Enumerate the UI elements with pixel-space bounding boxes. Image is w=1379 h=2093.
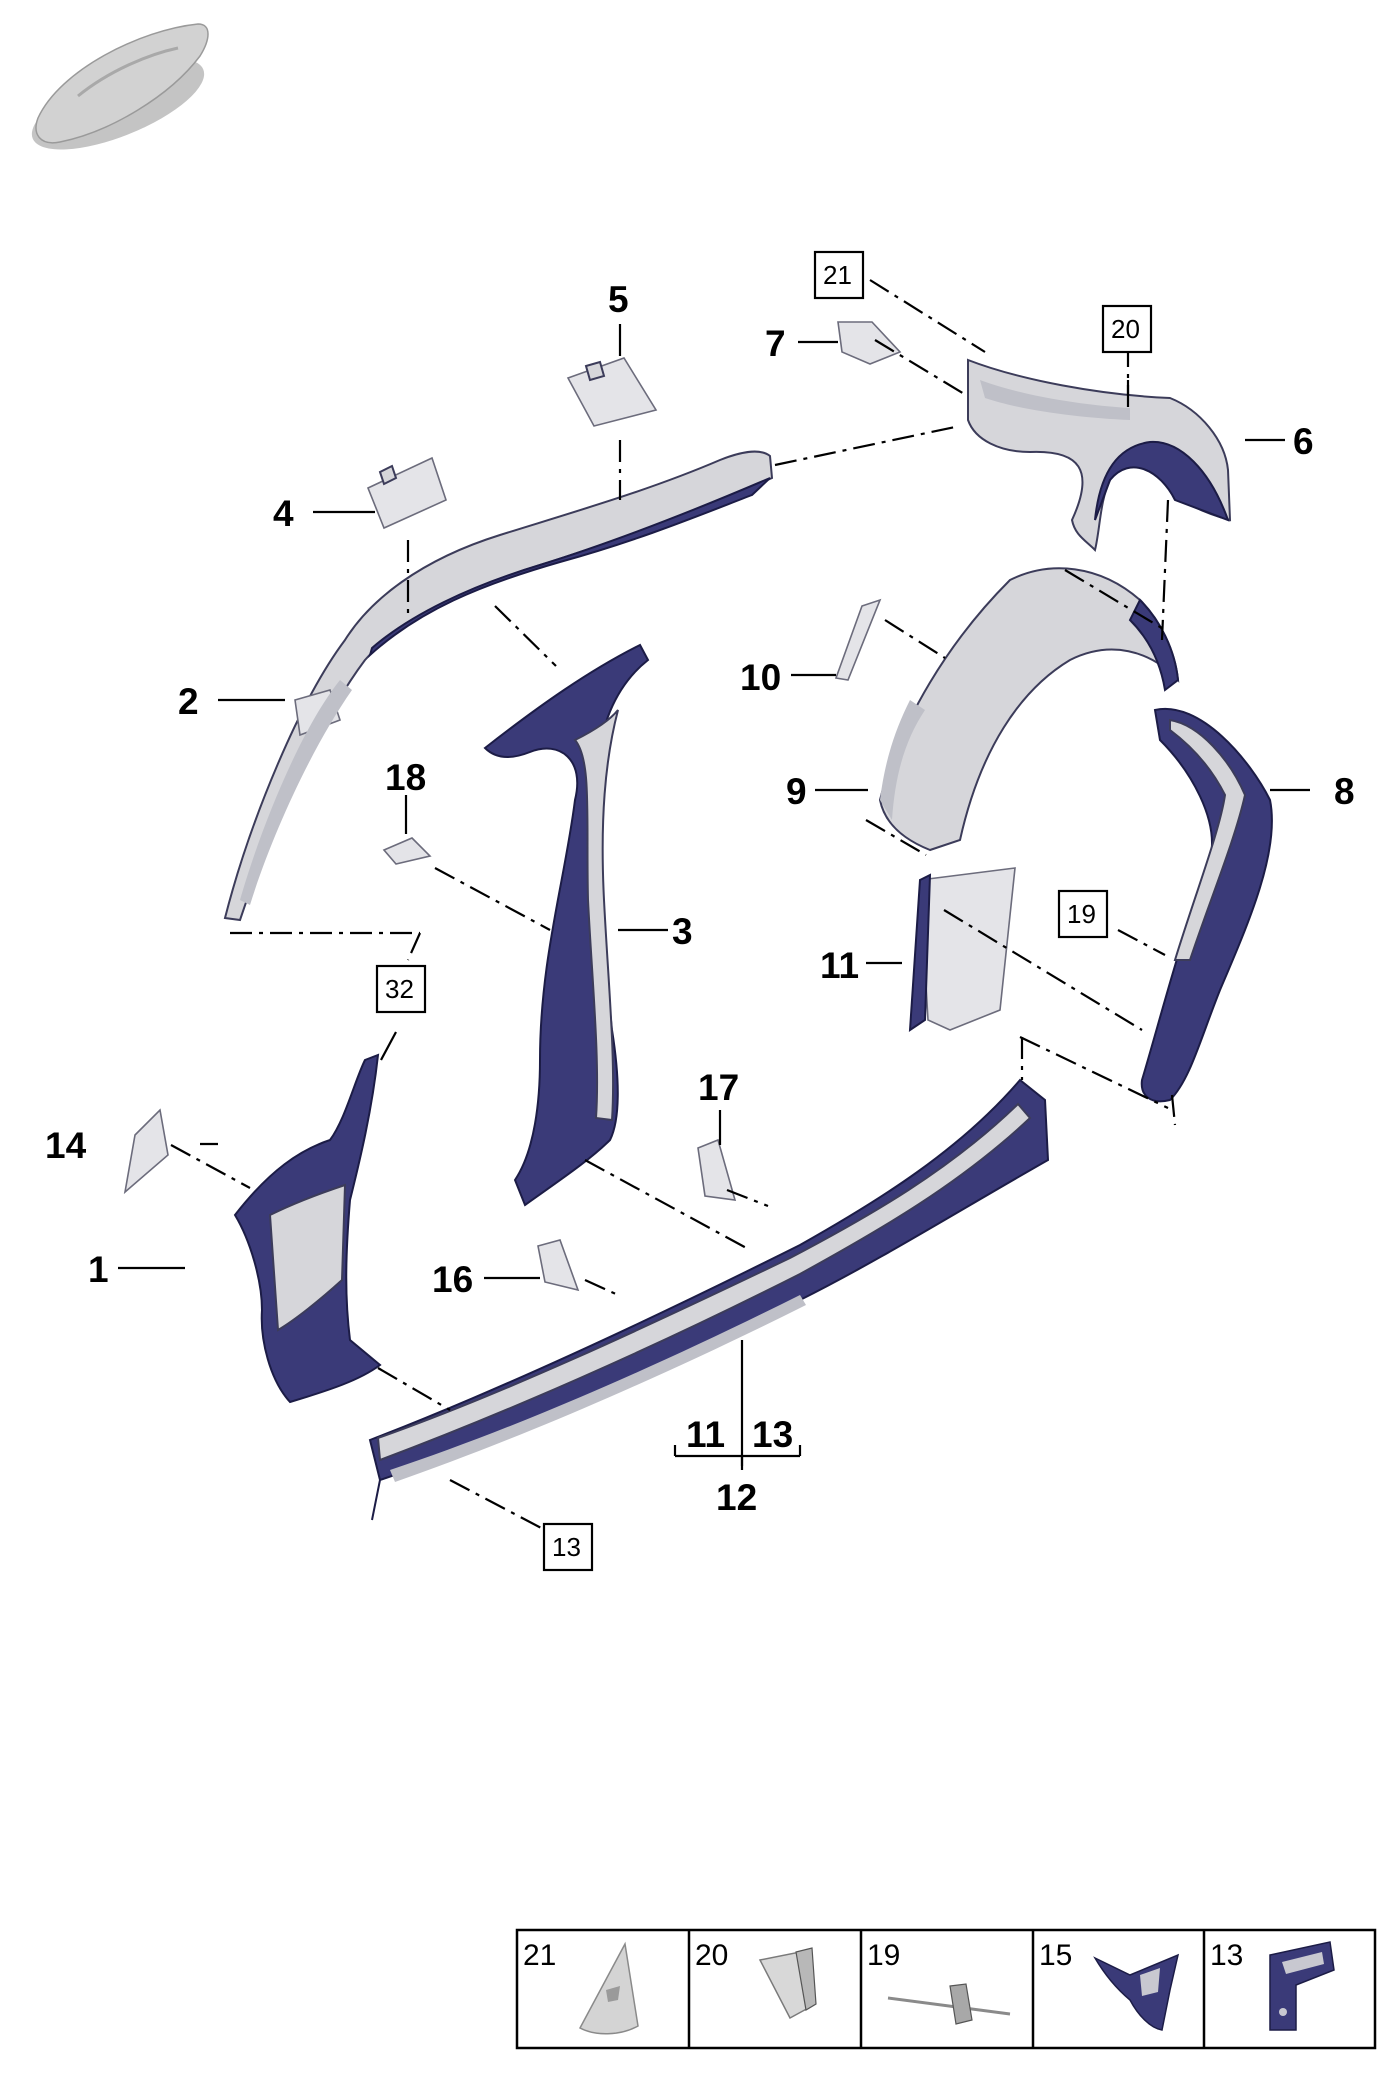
legend-number-20: 20 [695,1939,728,1972]
legend-number-21: 21 [523,1939,556,1972]
legend-cell-21: 21 [523,1939,639,2035]
vehicle-thumbnail-icon [31,23,209,150]
callout-5: 5 [608,279,629,320]
part-17-bracket [697,1138,737,1201]
mounting-bracket-icon [1269,1941,1335,2031]
callout-10: 10 [740,657,781,698]
boxed-ref-20: 20 [1111,314,1140,344]
callout-1: 1 [88,1249,109,1290]
boxed-ref-13: 13 [552,1532,581,1562]
legend-cell-19: 19 [867,1939,1011,2025]
part-12-side-sill [368,1078,1050,1521]
legend-cell-13: 13 [1210,1939,1335,2031]
callout-3: 3 [672,911,693,952]
callout-18: 18 [385,757,426,798]
leader-lines [118,293,1310,1470]
part-11-panel [908,867,1016,1032]
part-8-rear-pillar [1140,707,1273,1103]
callout-bracket-13: 13 [752,1414,793,1455]
callout-2: 2 [178,681,199,722]
boxed-ref-19: 19 [1067,899,1096,929]
callout-6: 6 [1293,421,1314,462]
callout-8: 8 [1334,771,1355,812]
boxed-ref-21: 21 [823,260,852,290]
part-7-small-bracket [837,321,902,365]
callout-labels: 1 2 3 4 5 6 7 8 9 10 11 12 14 16 17 18 1… [45,279,1355,1518]
callout-7: 7 [765,323,786,364]
callout-4: 4 [273,493,294,534]
legend-number-19: 19 [867,1939,900,1972]
part-2-roof-side-rail [223,450,774,922]
legend-cell-20: 20 [695,1939,817,2020]
part-9-wheelhouse-inner [878,567,1180,852]
part-3-b-pillar [483,643,650,1207]
dashed-reference-lines [170,279,1177,1531]
legend-number-15: 15 [1039,1939,1072,1972]
part-16-bracket [537,1239,580,1292]
boxed-ref-32: 32 [385,974,414,1004]
callout-bracket-11: 11 [686,1414,725,1455]
part-1-a-pillar-lower [233,1053,382,1404]
navy-reinforcement-icon [1093,1953,1180,2031]
part-14-bracket [123,1108,169,1195]
callout-9: 9 [786,771,807,812]
part-10-strip [834,598,882,681]
legend-cell-15: 15 [1039,1939,1180,2031]
callout-14: 14 [45,1125,87,1166]
callout-16: 16 [432,1259,473,1300]
legend-number-13: 13 [1210,1939,1243,1972]
part-5-roof-bracket [566,357,658,427]
callout-17: 17 [698,1067,739,1108]
callout-11: 11 [820,945,859,986]
callout-12: 12 [716,1477,757,1518]
boxed-reference-labels: 21 20 19 32 13 [375,250,1153,1572]
part-4-roof-bracket [366,456,447,530]
triangular-gusset-icon [578,1941,639,2035]
bracket-plate-icon [758,1947,817,2020]
strut-rod-icon [887,1983,1011,2025]
part-18-bracket [382,837,432,865]
parts-legend-table: 21 20 19 15 [515,1928,1377,2050]
part-6-rear-quarter-upper [967,358,1232,552]
